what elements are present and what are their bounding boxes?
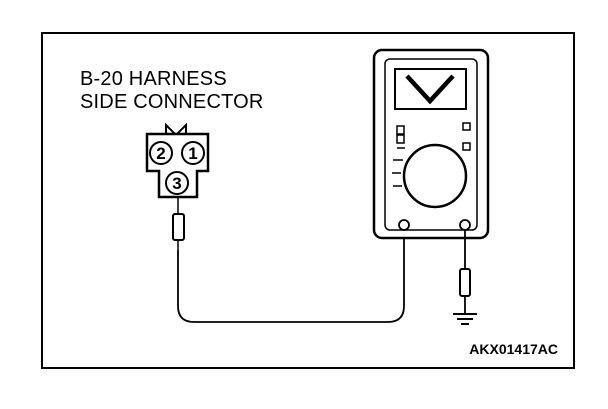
ground-icon [453,313,477,325]
title-line-1: B-20 HARNESS [80,68,227,90]
volt-symbol-icon [405,74,455,105]
meter-button-left-top [396,125,405,135]
pin-2-label: 2 [156,144,165,163]
meter-button-right-bottom [462,142,471,151]
test-lead-wire [177,229,405,323]
ground-test-lead [459,230,471,314]
multimeter [372,48,490,240]
meter-button-left-bottom [396,134,405,144]
meter-rotary-dial [402,143,468,209]
dial-range-marks [392,147,405,187]
meter-jack-v [459,219,471,231]
pin-3-label: 3 [172,174,181,193]
connector-test-probe [172,197,185,250]
pin-1-circle [181,141,205,165]
figure-frame [41,32,575,369]
pin-1-label: 1 [188,144,197,163]
harness-connector: 2 1 3 [145,122,210,199]
meter-button-right-top [462,122,471,131]
figure-code: AKX01417AC [469,341,558,357]
pin-3-circle [165,171,189,195]
title-line-2: SIDE CONNECTOR [80,91,264,113]
pin-2-circle [149,141,173,165]
meter-jack-com [398,219,410,231]
